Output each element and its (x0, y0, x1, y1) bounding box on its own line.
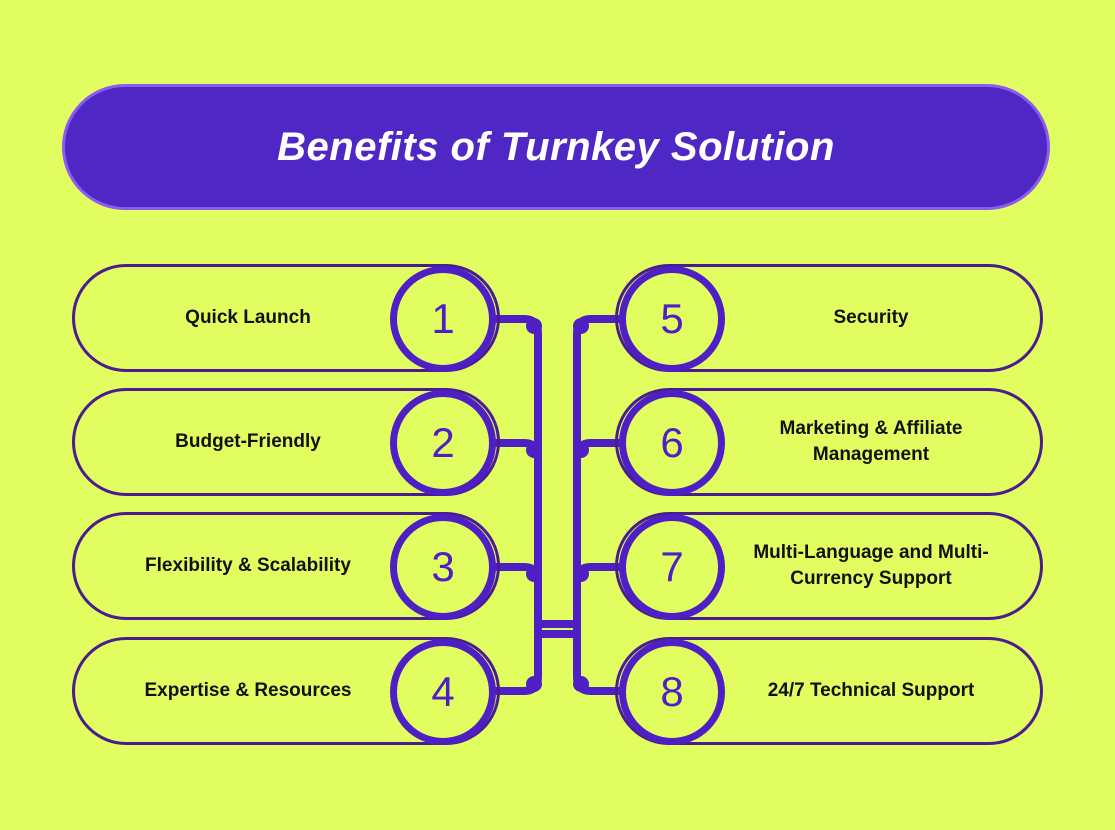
benefit-number-3: 3 (390, 514, 496, 620)
benefit-label: Marketing & Affiliate Management (779, 418, 963, 465)
benefit-card-3: Flexibility & Scalability (72, 512, 500, 620)
benefit-label: Expertise & Resources (144, 680, 352, 701)
benefit-number-5: 5 (619, 266, 725, 372)
benefit-number-4: 4 (390, 639, 496, 745)
benefit-label: Security (833, 307, 909, 328)
benefit-card-4: Expertise & Resources (72, 637, 500, 745)
title-banner: Benefits of Turnkey Solution (62, 84, 1050, 210)
benefit-card-8: 24/7 Technical Support (615, 637, 1043, 745)
benefit-number-6: 6 (619, 390, 725, 496)
benefit-card-7: Multi-Language and Multi-Currency Suppor… (615, 512, 1043, 620)
benefit-number-2: 2 (390, 390, 496, 496)
benefit-number-1: 1 (390, 266, 496, 372)
benefit-card-5: Security (615, 264, 1043, 372)
benefit-card-2: Budget-Friendly (72, 388, 500, 496)
benefit-label: 24/7 Technical Support (767, 680, 975, 701)
benefit-number-7: 7 (619, 514, 725, 620)
benefit-card-6: Marketing & Affiliate Management (615, 388, 1043, 496)
page-title: Benefits of Turnkey Solution (277, 124, 835, 169)
benefit-number-8: 8 (619, 639, 725, 745)
benefit-card-1: Quick Launch (72, 264, 500, 372)
benefit-label: Budget-Friendly (175, 431, 321, 452)
benefit-label: Flexibility & Scalability (145, 555, 351, 576)
benefit-label: Multi-Language and Multi-Currency Suppor… (753, 542, 989, 589)
benefit-label: Quick Launch (185, 307, 311, 328)
